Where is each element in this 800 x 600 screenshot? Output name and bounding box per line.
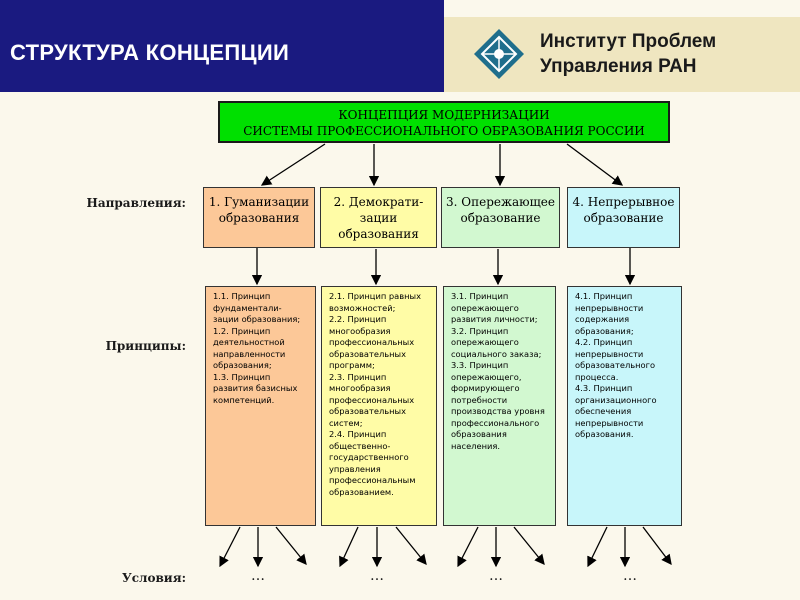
principles-democratization: 2.1. Принцип равных возможностей; 2.2. П… [321, 286, 437, 526]
direction-democratization: 2. Демократи- зации образования [320, 187, 437, 248]
concept-line1: КОНЦЕПЦИЯ МОДЕРНИЗАЦИИ [338, 108, 550, 122]
direction-advanced-education: 3. Опережающее образование [441, 187, 560, 248]
conditions-4: … [623, 568, 637, 584]
conditions-1: … [251, 568, 265, 584]
conditions-3: … [489, 568, 503, 584]
ipu-ran-logo-icon [474, 29, 524, 79]
conditions-2: … [370, 568, 384, 584]
institute-name-line2: Управления РАН [540, 56, 697, 77]
principles-humanization: 1.1. Принцип фундаментали- зации образов… [205, 286, 316, 526]
concept-line2: СИСТЕМЫ ПРОФЕССИОНАЛЬНОГО ОБРАЗОВАНИЯ РО… [243, 124, 645, 138]
header-title-bar: СТРУКТУРА КОНЦЕПЦИИ [0, 0, 444, 92]
arrow-concept-to-dir4 [566, 143, 624, 186]
label-directions: Направления: [86, 196, 186, 210]
institute-name-line1: Институт Проблем [540, 31, 717, 52]
institute-banner: Институт Проблем Управления РАН [444, 17, 800, 92]
concept-box: КОНЦЕПЦИЯ МОДЕРНИЗАЦИИ СИСТЕМЫ ПРОФЕССИО… [218, 101, 670, 143]
slide-title: СТРУКТУРА КОНЦЕПЦИИ [10, 40, 290, 65]
label-conditions: Условия: [121, 571, 186, 585]
arrow-concept-to-dir1 [260, 143, 326, 186]
principles-advanced-education: 3.1. Принцип опережающего развития лично… [443, 286, 556, 526]
label-principles: Принципы: [105, 339, 186, 353]
direction-humanization: 1. Гуманизации образования [203, 187, 315, 248]
principles-continuous-education: 4.1. Принцип непрерывности содержания об… [567, 286, 682, 526]
direction-continuous-education: 4. Непрерывное образование [567, 187, 680, 248]
